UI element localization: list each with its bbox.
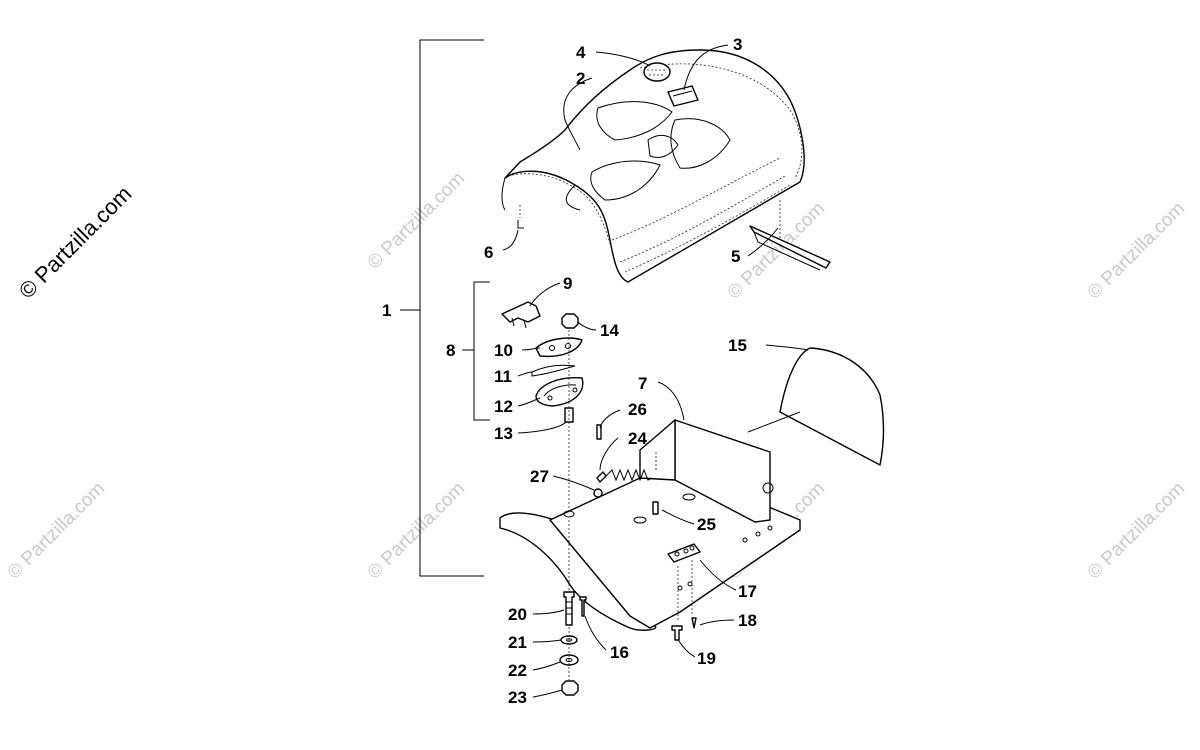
latch-assembly xyxy=(501,301,584,520)
watermark-repeat: © Partzilla.com xyxy=(1084,198,1189,303)
watermark-repeat: © Partzilla.com xyxy=(364,478,469,583)
callout-24: 24 xyxy=(628,429,647,448)
leader-lines xyxy=(502,44,809,698)
watermark-repeat: © Partzilla.com xyxy=(364,168,469,273)
watermark-repeat: © Partzilla.com xyxy=(1084,478,1189,583)
callout-4: 4 xyxy=(576,43,586,62)
callout-8: 8 xyxy=(446,341,455,360)
callout-2: 2 xyxy=(576,69,585,88)
callout-18: 18 xyxy=(738,611,757,630)
bolt-stack xyxy=(559,520,587,696)
watermark-repeat: © Partzilla.com xyxy=(4,0,109,4)
callout-12: 12 xyxy=(494,397,513,416)
callout-9: 9 xyxy=(563,274,572,293)
callout-10: 10 xyxy=(494,341,513,360)
callout-21: 21 xyxy=(508,633,527,652)
watermark-main: © Partzilla.com xyxy=(14,181,137,304)
callout-3: 3 xyxy=(733,35,742,54)
callout-5: 5 xyxy=(731,247,740,266)
callout-16: 16 xyxy=(610,643,629,662)
callout-13: 13 xyxy=(494,424,513,443)
callout-19: 19 xyxy=(697,649,716,668)
watermark-repeat: © Partzilla.com xyxy=(364,0,469,4)
callout-20: 20 xyxy=(508,605,527,624)
callout-17: 17 xyxy=(738,582,757,601)
callout-14: 14 xyxy=(600,321,619,340)
callout-26: 26 xyxy=(628,400,647,419)
callout-layer: 1 2 3 4 5 6 7 8 9 10 11 12 13 14 15 16 1… xyxy=(382,35,757,707)
base-part xyxy=(499,419,801,631)
watermark-repeat: © Partzilla.com xyxy=(724,0,829,4)
callout-7: 7 xyxy=(638,374,647,393)
callout-6: 6 xyxy=(484,243,493,262)
pad-part xyxy=(747,347,885,466)
callout-11: 11 xyxy=(494,367,512,386)
bracket-hardware xyxy=(667,543,701,641)
strap-part xyxy=(749,200,831,271)
seat-part xyxy=(501,49,805,283)
callout-22: 22 xyxy=(508,661,527,680)
assembly-bracket-8 xyxy=(462,281,490,421)
callout-27: 27 xyxy=(530,467,549,486)
assembly-bracket-1 xyxy=(400,39,484,577)
watermark-repeat: © Partzilla.com xyxy=(1084,0,1189,4)
callout-15: 15 xyxy=(728,336,747,355)
callout-25: 25 xyxy=(697,515,716,534)
watermark-repeat: © Partzilla.com xyxy=(4,478,109,583)
callout-1: 1 xyxy=(382,301,391,320)
spring-hardware xyxy=(593,424,659,515)
callout-23: 23 xyxy=(508,688,527,707)
